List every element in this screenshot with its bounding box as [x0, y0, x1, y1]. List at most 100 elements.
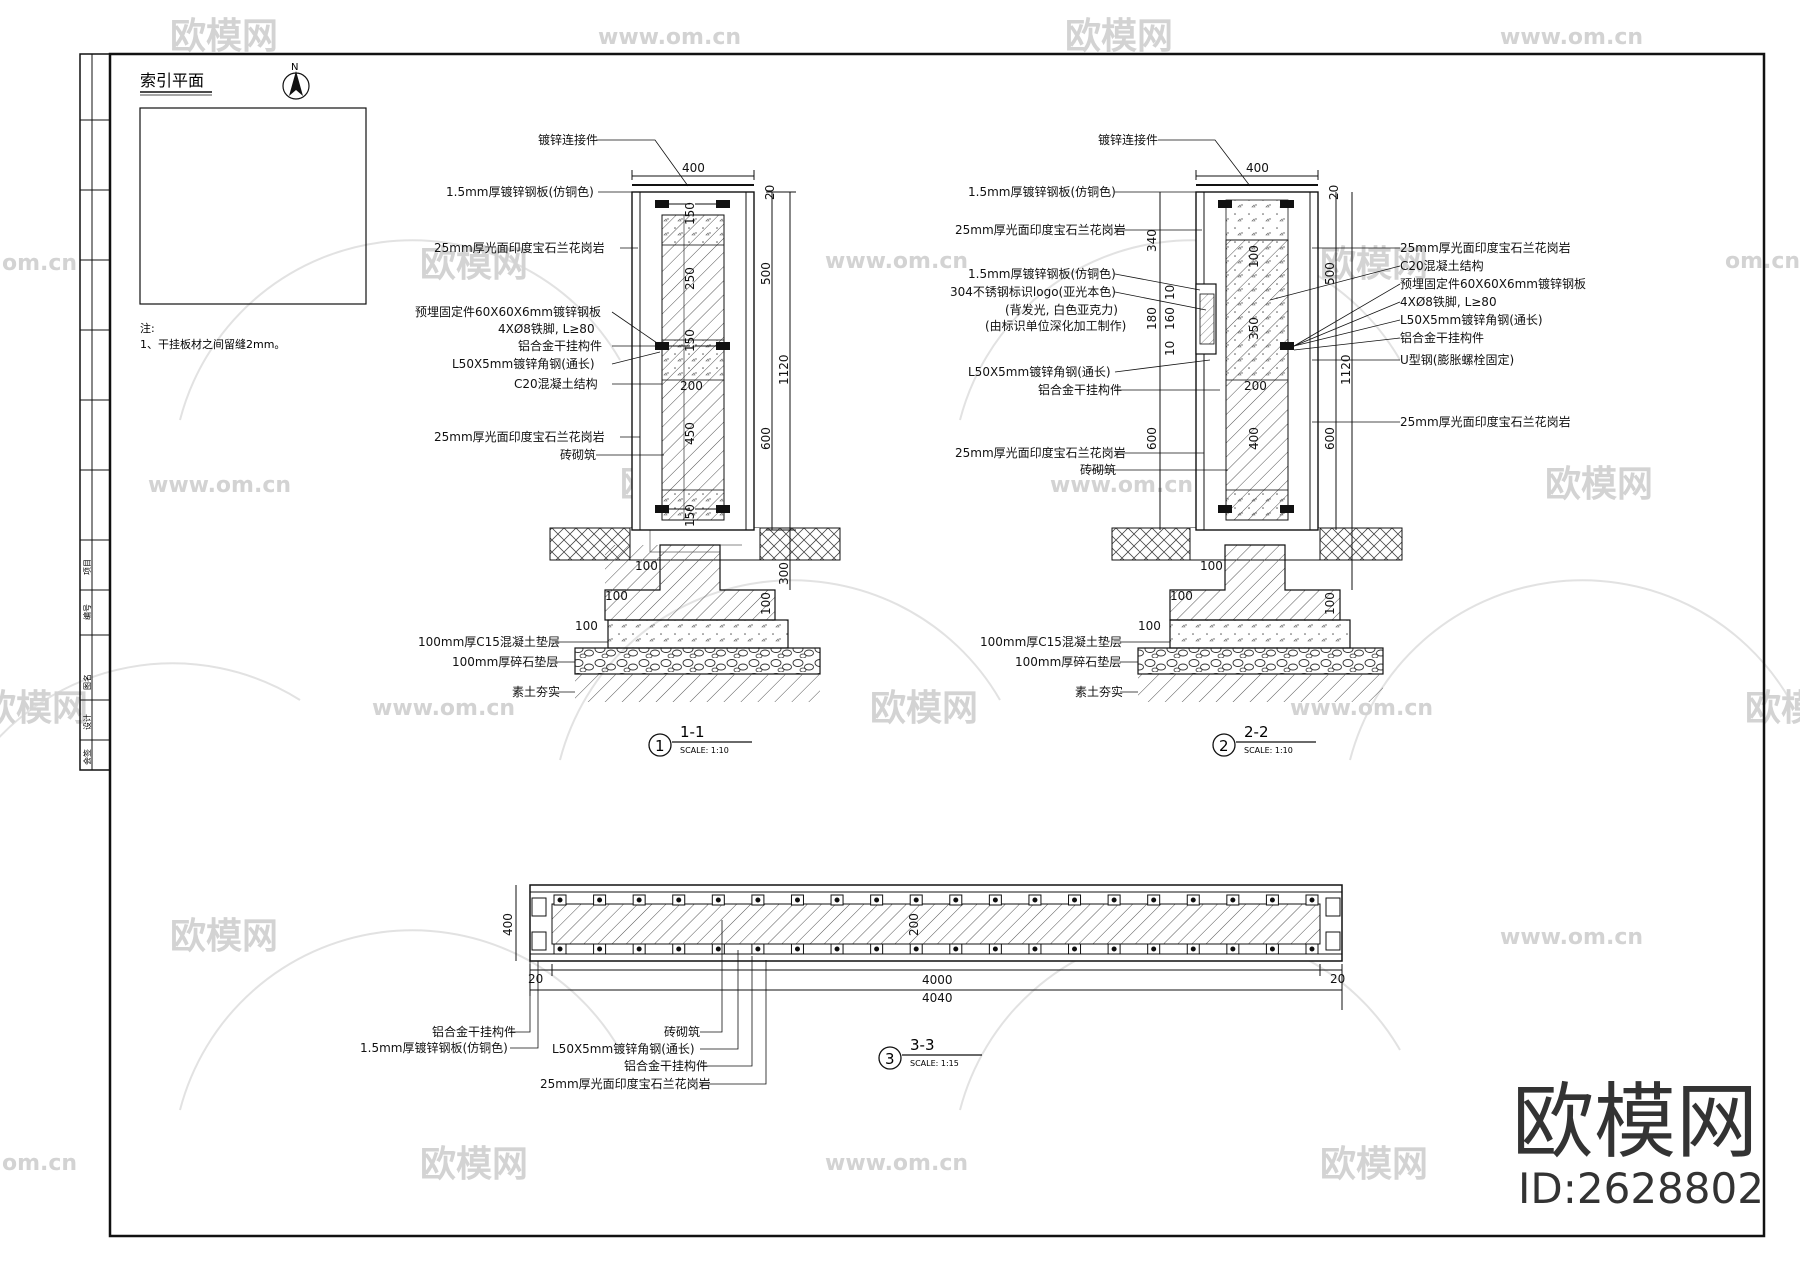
bolt-head [1032, 897, 1038, 903]
bolt-head [755, 897, 761, 903]
bolt-head [794, 946, 800, 952]
bolt-head [1190, 946, 1196, 952]
callout-label: 铝合金干挂构件 [1038, 382, 1122, 397]
callout-label: 100mm厚碎石垫层 [1015, 654, 1121, 669]
callout-label: 镀锌连接件 [1098, 132, 1158, 147]
section-scale: SCALE: 1:10 [680, 746, 729, 755]
brand-id: ID:2628802 [1518, 1164, 1764, 1213]
callout-label: C20混凝土结构 [514, 376, 598, 391]
notes-title: 注: [140, 321, 155, 335]
dim-label: 150 [683, 504, 697, 527]
section-title: 2-2 [1244, 723, 1269, 741]
dim-label: 10 [1163, 341, 1177, 356]
bolt-head [636, 946, 642, 952]
callout-label: 100mm厚C15混凝土垫层 [980, 634, 1122, 649]
bolt-head [1072, 946, 1078, 952]
callout-label: 1.5mm厚镀锌钢板(仿铜色) [968, 184, 1116, 199]
dim-label: 100 [635, 559, 658, 573]
bolt-head [1151, 946, 1157, 952]
callout-label: U型钢(膨胀螺栓固定) [1400, 352, 1514, 367]
dim-label: 20 [1330, 972, 1345, 986]
dim-label: 20 [1327, 185, 1341, 200]
bolt-head [1269, 897, 1275, 903]
dim-label: 1120 [1339, 354, 1353, 385]
callout-label: 100mm厚碎石垫层 [452, 654, 558, 669]
watermark-url: om.cn [2, 1151, 77, 1176]
section-number: 3 [885, 1050, 895, 1068]
watermark-url: www.om.cn [148, 473, 291, 498]
callout-label: 素土夯实 [1075, 684, 1123, 699]
dim-label: 340 [1145, 229, 1159, 252]
watermark-url: www.om.cn [1500, 925, 1643, 950]
section-number: 2 [1219, 737, 1229, 755]
dim-label: 180 [1145, 307, 1159, 330]
bolt-head [953, 897, 959, 903]
title-block-cell: 编号 [82, 604, 92, 620]
bolt-head [1269, 946, 1275, 952]
section-scale: SCALE: 1:15 [910, 1059, 959, 1068]
watermark-brand: 欧模网 [170, 916, 278, 957]
dim-label: 400 [501, 913, 515, 936]
note-1: 1、干挂板材之间留缝2mm。 [140, 337, 285, 351]
section-number-icon [648, 733, 672, 757]
dim-label: 200 [1244, 379, 1267, 393]
watermark-brand: 欧模网 [1320, 244, 1428, 285]
bolt-head [794, 897, 800, 903]
callout-label: 25mm厚光面印度宝石兰花岗岩 [1400, 240, 1571, 255]
bolt-head [1072, 897, 1078, 903]
bolt-head [676, 946, 682, 952]
bolt-head [874, 897, 880, 903]
watermark-url: www.om.cn [825, 1151, 968, 1176]
watermark-brand: 欧模网 [1545, 464, 1653, 505]
dim-label: 100 [1200, 559, 1223, 573]
brand-mark: 欧模网 ID:2628802 [1512, 1075, 1764, 1213]
callout-label: (背发光, 白色亚克力) [1005, 302, 1118, 317]
callout-label: (由标识单位深化加工制作) [985, 318, 1126, 333]
watermark-url: www.om.cn [825, 249, 968, 274]
bolt-head [597, 897, 603, 903]
bolt-head [1111, 897, 1117, 903]
dim-label: 100 [605, 589, 628, 603]
dim-label: 150 [683, 202, 697, 225]
title-block-cell: 图名 [82, 674, 92, 690]
section-scale: SCALE: 1:10 [1244, 746, 1293, 755]
callout-label: 铝合金干挂构件 [624, 1058, 708, 1073]
callout-label: 铝合金干挂构件 [1400, 330, 1484, 345]
dim-label: 100 [1323, 592, 1337, 615]
sheet-frame: 项目 编号 图名 设计 会签 [79, 52, 1766, 1238]
callout-label: 25mm厚光面印度宝石兰花岗岩 [955, 222, 1126, 237]
dim-label: 100 [1170, 589, 1193, 603]
section-title: 1-1 [680, 723, 705, 741]
bolt-head [834, 897, 840, 903]
dim-label: 450 [683, 422, 697, 445]
dim-label: 100 [1247, 245, 1261, 268]
bolt-head [1309, 897, 1315, 903]
watermark-brand: 欧模网 [0, 688, 88, 729]
watermark-brand: 欧模网 [420, 1144, 528, 1185]
north-label: N [291, 62, 298, 73]
dim-label: 400 [682, 161, 705, 175]
dim-label: 500 [759, 262, 773, 285]
bolt-head [992, 946, 998, 952]
dim-label: 1120 [777, 354, 791, 385]
bolt-head [715, 946, 721, 952]
callout-label: 砖砌筑 [664, 1024, 700, 1039]
dim-label: 4040 [922, 991, 953, 1005]
callout-label: 304不锈钢标识logo(亚光本色) [950, 285, 1116, 299]
bolt-head [1190, 897, 1196, 903]
watermark-url: www.om.cn [1500, 25, 1643, 50]
bolt-head [1230, 897, 1236, 903]
dim-label: 150 [683, 329, 697, 352]
bolt-head [953, 946, 959, 952]
watermark-url: www.om.cn [598, 25, 741, 50]
callout-label: 素土夯实 [512, 684, 560, 699]
bolt-head [715, 897, 721, 903]
bolt-head [1151, 897, 1157, 903]
callout-label: 砖砌筑 [1080, 462, 1116, 477]
dim-label: 100 [575, 619, 598, 633]
callout-label: 1.5mm厚镀锌钢板(仿铜色) [968, 266, 1116, 281]
watermark-url: om.cn [1725, 249, 1800, 274]
section-number: 1 [655, 737, 665, 755]
bolt-head [1309, 946, 1315, 952]
